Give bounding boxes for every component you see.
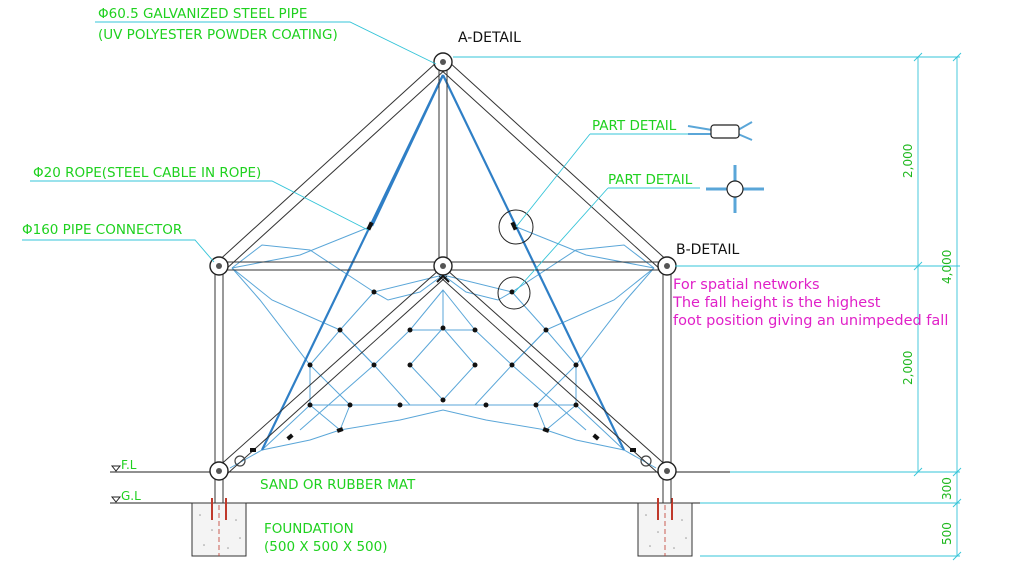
rope-label: Φ20 ROPE(STEEL CABLE IN ROPE) — [33, 165, 262, 181]
leader-lines — [22, 21, 960, 557]
rope-nodes — [250, 221, 636, 452]
part-detail-icon-rope — [687, 121, 753, 141]
mat-label: SAND OR RUBBER MAT — [260, 477, 416, 493]
connector-cores — [216, 59, 670, 474]
part-detail-label-2: PART DETAIL — [608, 172, 693, 188]
part-detail-label-1: PART DETAIL — [592, 118, 677, 134]
floor-level-label: F.L — [121, 458, 137, 472]
steel-pipes — [214, 61, 672, 503]
dimension-lines — [913, 52, 962, 561]
dimension-mat-depth: 300 — [940, 477, 954, 500]
detail-markers — [497, 209, 534, 310]
dimension-upper: 2,000 — [901, 143, 915, 178]
foundation-blocks — [191, 498, 693, 557]
b-detail-label: B-DETAIL — [676, 242, 740, 258]
level-markers — [110, 465, 122, 504]
dimension-lower: 2,000 — [901, 350, 915, 385]
pipe-label-line2: (UV POLYESTER POWDER COATING) — [98, 27, 338, 43]
fall-height-note-line1: For spatial networks — [673, 277, 820, 293]
connector-label: Φ160 PIPE CONNECTOR — [22, 222, 183, 238]
a-detail-label: A-DETAIL — [458, 30, 521, 46]
fall-height-note-line3: foot position giving an unimpeded fall — [673, 313, 949, 329]
dimension-total: 4,000 — [940, 249, 954, 284]
part-detail-icon-cross — [706, 165, 764, 213]
foundation-label-line2: (500 X 500 X 500) — [264, 539, 388, 555]
pipe-label-line1: Φ60.5 GALVANIZED STEEL PIPE — [98, 6, 308, 22]
ground-level-label: G.L — [121, 489, 141, 503]
rope-anchors — [234, 455, 652, 467]
fall-height-note-line2: The fall height is the highest — [673, 295, 881, 311]
dimension-foundation-depth: 500 — [940, 522, 954, 545]
foundation-label-line1: FOUNDATION — [264, 521, 354, 537]
